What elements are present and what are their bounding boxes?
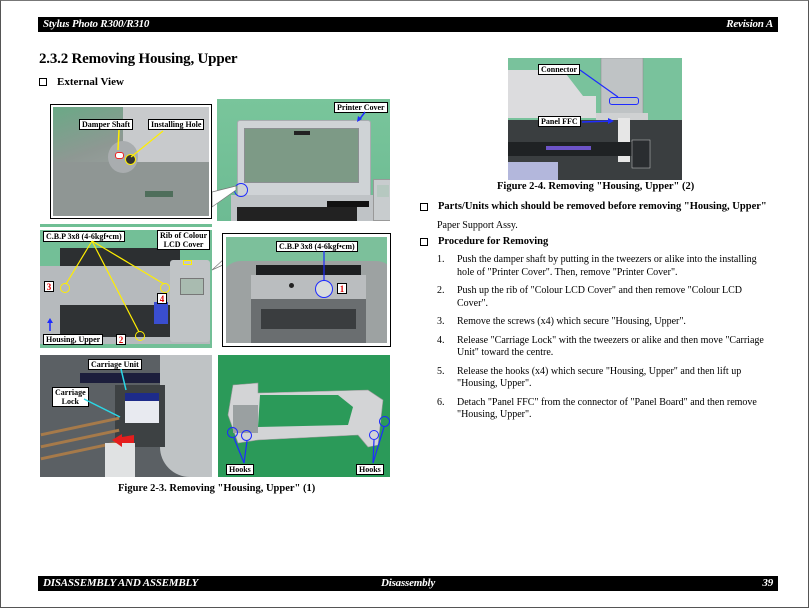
label-screw-spec-detail: C.B.P 3x8 (4-6kgf•cm) [276, 241, 358, 252]
label-carriage-lock: Carriage Lock [52, 387, 89, 407]
label-housing-upper: Housing, Upper [43, 334, 104, 345]
label-hooks-right: Hooks [356, 464, 384, 475]
section-title: 2.3.2 Removing Housing, Upper [39, 51, 238, 67]
label-damper-shaft: Damper Shaft [79, 119, 134, 130]
label-screw-spec: C.B.P 3x8 (4-6kgf•cm) [43, 231, 125, 242]
procedure-heading: Procedure for Removing [420, 236, 548, 247]
photo-panel-ffc: Connector Panel FFC [508, 58, 682, 180]
label-carriage-unit: Carriage Unit [88, 359, 142, 370]
label-rib-lcd-cover: Rib of Colour LCD Cover [157, 230, 211, 250]
procedure-label: Procedure for Removing [438, 236, 549, 247]
procedure-step: 2. Push up the rib of "Colour LCD Cover"… [437, 285, 742, 309]
photo-strip-divider [40, 224, 212, 227]
label-connector: Connector [538, 64, 580, 75]
footer-page-number: 39 [762, 577, 773, 589]
page-header-bar: Stylus Photo R300/R310 Revision A [38, 17, 778, 32]
header-revision: Revision A [726, 18, 773, 30]
photo-damper-shaft: Damper Shaft Installing Hole [50, 104, 212, 219]
parts-units-item: Paper Support Assy. [437, 220, 518, 231]
label-installing-hole: Installing Hole [148, 119, 205, 130]
footer-chapter: DISASSEMBLY AND ASSEMBLY [43, 577, 199, 589]
label-printer-cover: Printer Cover [334, 102, 388, 113]
checkbox-bullet-icon [39, 78, 47, 86]
screw-number-3: 3 [44, 281, 54, 292]
procedure-step: 6. Detach "Panel FFC" from the connector… [437, 396, 757, 421]
page-footer-bar: DISASSEMBLY AND ASSEMBLY Disassembly 39 [38, 576, 778, 591]
photo-screw-detail: 1 C.B.P 3x8 (4-6kgf•cm) [222, 233, 391, 347]
procedure-step: 5. Release the hooks (x4) which secure "… [437, 365, 742, 390]
procedure-steps-list: 1. Push the damper shaft by putting in t… [437, 254, 772, 428]
screw-number-4: 4 [157, 293, 167, 304]
parts-units-label: Parts/Units which should be removed befo… [438, 201, 767, 212]
figure-2-3-caption: Figure 2-3. Removing "Housing, Upper" (1… [118, 483, 316, 494]
photo-carriage: Carriage Unit Carriage Lock [40, 355, 212, 477]
external-view-label: External View [57, 76, 124, 88]
label-hooks-left: Hooks [226, 464, 254, 475]
procedure-step: 3. Remove the screws (x4) which secure "… [437, 316, 686, 327]
photo-printer-cover: Printer Cover [217, 99, 390, 221]
checkbox-bullet-icon [420, 237, 428, 246]
procedure-step: 4. Release "Carriage Lock" with the twee… [437, 334, 764, 359]
screw-number-2: 2 [116, 334, 126, 345]
figure-2-4-caption: Figure 2-4. Removing "Housing, Upper" (2… [497, 181, 695, 192]
label-panel-ffc: Panel FFC [538, 116, 581, 127]
checkbox-bullet-icon [420, 202, 428, 211]
external-view-heading: External View [39, 76, 124, 88]
parts-units-heading: Parts/Units which should be removed befo… [420, 201, 767, 212]
photo-hooks: Hooks Hooks [218, 355, 390, 477]
zoom-callout-wedge [211, 185, 237, 208]
header-product-name: Stylus Photo R300/R310 [43, 18, 150, 30]
screw-number-1: 1 [337, 283, 347, 294]
procedure-step: 1. Push the damper shaft by putting in t… [437, 254, 757, 278]
photo-screws-overview: C.B.P 3x8 (4-6kgf•cm) Rib of Colour LCD … [40, 230, 212, 348]
